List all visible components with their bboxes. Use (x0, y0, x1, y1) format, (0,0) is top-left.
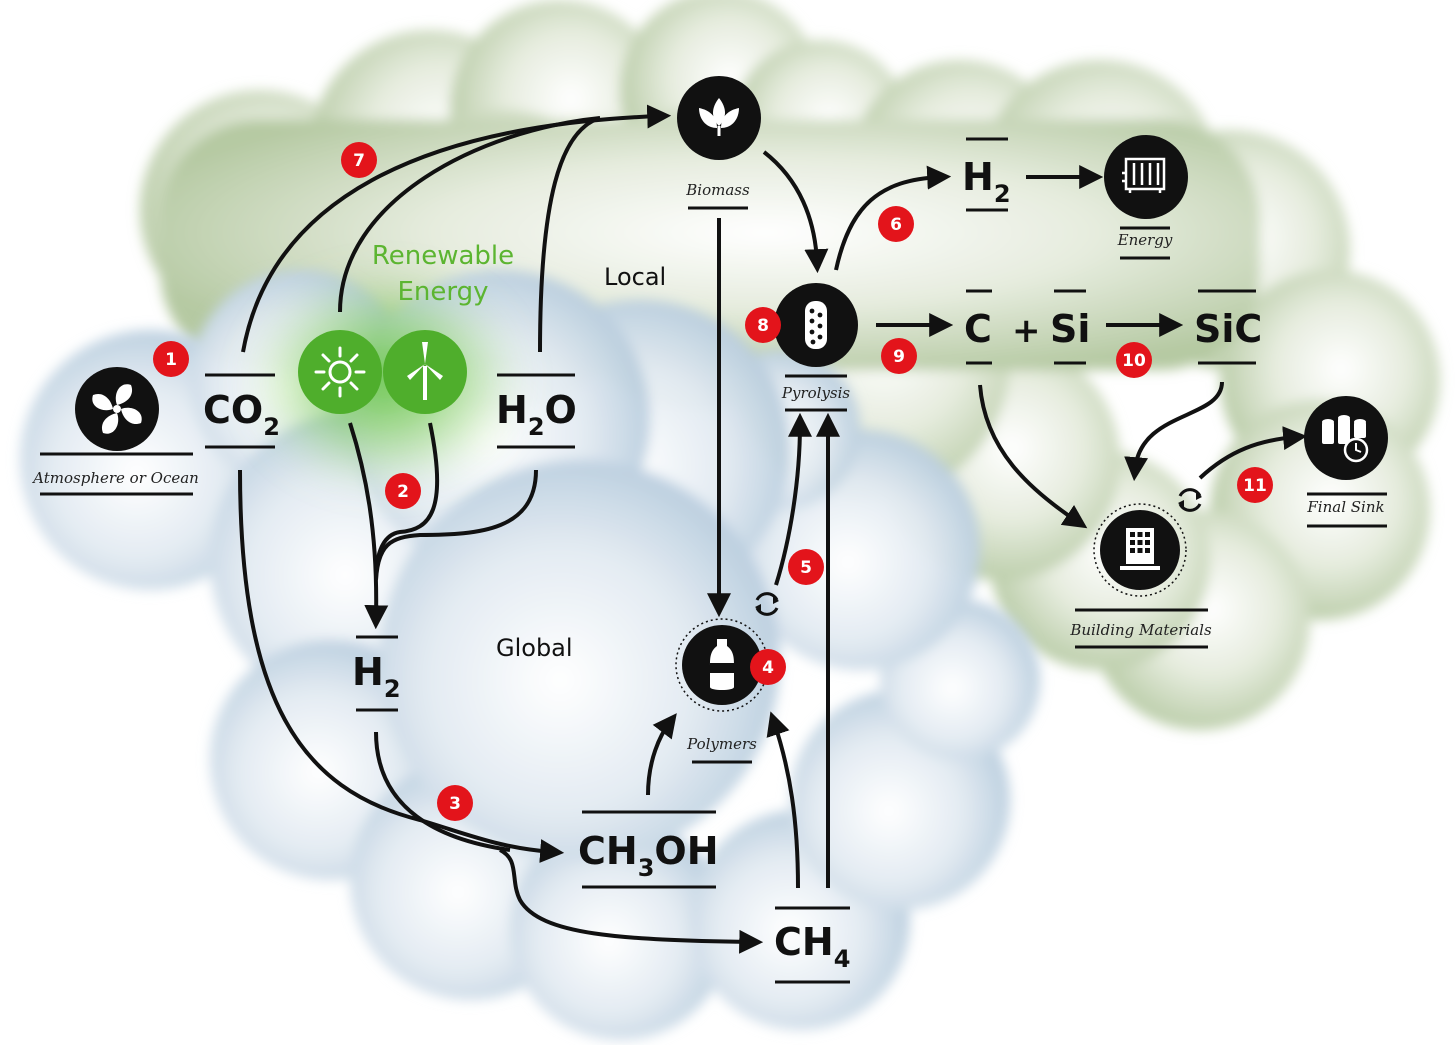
flow-arrows (238, 104, 1308, 954)
svg-text:10: 10 (1122, 351, 1146, 371)
h2-global-formula: H2 (352, 635, 401, 712)
wind-turbine-icon (383, 330, 467, 414)
h2o-formula: H2O (496, 373, 577, 449)
renewable-label-line1: Renewable (372, 241, 514, 271)
radiator-icon (1104, 135, 1188, 219)
svg-text:H2: H2 (352, 650, 401, 703)
biomass-label: Biomass (685, 181, 750, 199)
svg-text:SiC: SiC (1194, 307, 1262, 351)
svg-text:9: 9 (893, 347, 905, 367)
reactor-icon (774, 283, 858, 367)
ch3oh-formula: CH3OH (578, 810, 719, 889)
plus-sign: + (1012, 311, 1041, 351)
carbon-formula: C (964, 307, 992, 351)
svg-text:CH3OH: CH3OH (578, 829, 719, 882)
svg-text:5: 5 (800, 558, 812, 578)
svg-text:4: 4 (762, 658, 774, 678)
global-region-label: Global (496, 634, 573, 662)
sic-formula: SiC (1194, 289, 1262, 365)
cycle-arrows-icon (1178, 488, 1202, 512)
svg-text:H2O: H2O (496, 388, 577, 441)
local-region-label: Local (604, 263, 666, 291)
polymers-label: Polymers (686, 735, 757, 753)
svg-text:8: 8 (757, 316, 769, 336)
atmosphere-label: Atmosphere or Ocean (31, 469, 199, 487)
ch4-formula: CH4 (774, 906, 850, 984)
pyrolysis-label: Pyrolysis (781, 384, 851, 402)
step-badge-1: 1 (153, 341, 189, 377)
sun-icon (298, 330, 382, 414)
step-badge-3: 3 (437, 785, 473, 821)
fan-icon (75, 367, 159, 451)
step-badge-7: 7 (341, 142, 377, 178)
silicon-formula: Si (1050, 307, 1090, 351)
step-badge-6: 6 (878, 206, 914, 242)
step-badge-4: 4 (750, 649, 786, 685)
svg-text:1: 1 (165, 350, 177, 370)
renewable-label-line2: Energy (397, 277, 488, 307)
step-badge-11: 11 (1237, 467, 1273, 503)
h2-local-formula: H2 (962, 137, 1011, 212)
svg-text:11: 11 (1243, 476, 1267, 496)
svg-text:CO2: CO2 (203, 388, 280, 441)
step-badge-9: 9 (881, 338, 917, 374)
energy-label: Energy (1117, 231, 1173, 249)
building-materials-label: Building Materials (1069, 621, 1212, 639)
step-badge-8: 8 (745, 307, 781, 343)
svg-text:H2: H2 (962, 155, 1011, 208)
step-badges: 1 2 3 4 5 6 7 8 9 10 11 (153, 142, 1273, 821)
c-si-formula: C + Si (964, 289, 1090, 365)
svg-text:3: 3 (449, 794, 461, 814)
cycle-arrows-icon (755, 592, 779, 616)
svg-text:CH4: CH4 (774, 920, 850, 973)
final-sink-label: Final Sink (1306, 498, 1384, 516)
svg-text:6: 6 (890, 215, 902, 235)
svg-text:7: 7 (353, 151, 365, 171)
step-badge-2: 2 (385, 473, 421, 509)
leaf-icon (677, 76, 761, 160)
bottle-icon (675, 618, 769, 712)
building-icon (1093, 503, 1187, 597)
step-badge-5: 5 (788, 549, 824, 585)
silos-clock-icon (1304, 396, 1388, 480)
step-badge-10: 10 (1116, 342, 1152, 378)
svg-text:2: 2 (397, 482, 409, 502)
co2-formula: CO2 (203, 373, 280, 449)
